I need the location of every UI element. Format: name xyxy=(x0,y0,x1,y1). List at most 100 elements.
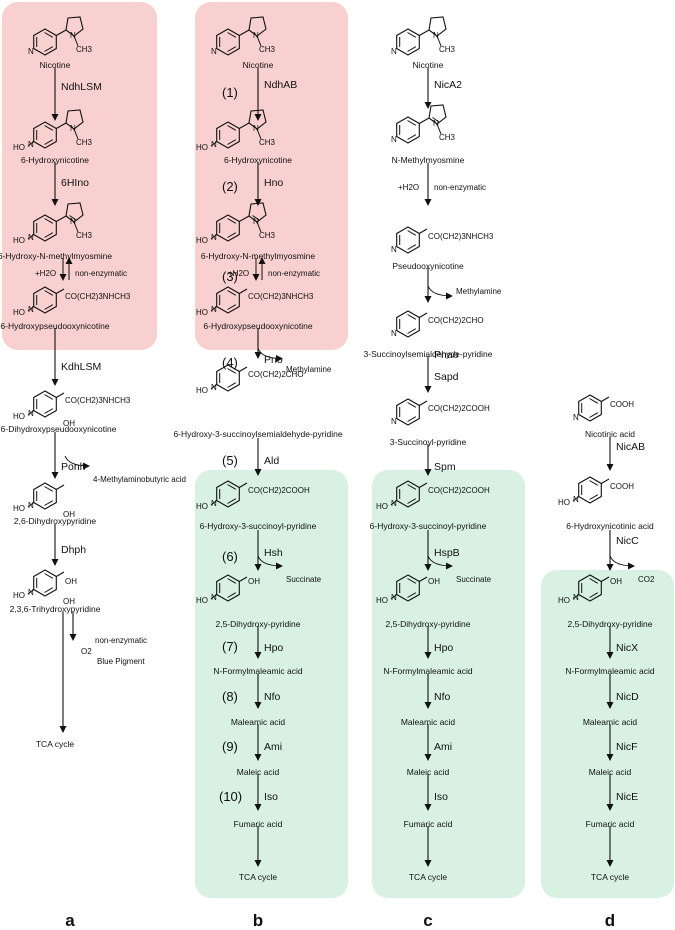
a1-n-atom: N xyxy=(28,47,34,56)
a-o2: O2 xyxy=(81,647,92,656)
c-compound-4: 3-Succinoylsemialdehyde-pyridine xyxy=(363,349,493,359)
b-enzyme-6: Hpo xyxy=(264,642,284,654)
a-26dhpon-formula: CO(CH2)3NHCH3 xyxy=(65,396,131,405)
c-non-enzymatic: non-enzymatic xyxy=(434,183,487,192)
a2-ho: HO xyxy=(13,143,25,152)
a-side-product-1: 4-Methylaminobutyric acid xyxy=(93,475,186,484)
d-compound-8: TCA cycle xyxy=(590,872,630,882)
a2-n-atom: N xyxy=(28,140,34,149)
c-enzyme-2: Pnao xyxy=(434,349,459,361)
c-compound-7: 2,5-Dihydroxy-pyridine xyxy=(385,619,471,629)
b-side-product-1: Methylamine xyxy=(286,365,332,374)
mol-a-26dhp-ring xyxy=(33,482,57,510)
d-compound-1: Nicotinic acid xyxy=(584,429,636,439)
b-compound-1: Nicotine xyxy=(242,60,274,70)
c2-n-methyl: N xyxy=(433,119,439,128)
d-enzyme-3: NicX xyxy=(616,642,639,654)
b5-ho: HO xyxy=(196,386,208,395)
d3-n-atom: N xyxy=(573,593,579,602)
d-compound-2: 6-Hydroxynicotinic acid xyxy=(566,521,654,531)
a-enzyme-3: KdhLSM xyxy=(61,361,102,373)
curve-c-hspb xyxy=(427,555,453,570)
step-number-6: (6) xyxy=(222,549,238,564)
d-6hna-cooh: COOH xyxy=(610,482,634,491)
step-number-1: (1) xyxy=(222,85,238,100)
a-26dhp-oh: OH xyxy=(63,510,75,519)
a1-n-methyl: N xyxy=(70,31,76,40)
c-compound-8: N-Formylmaleamic acid xyxy=(383,666,473,676)
mol-c-sp-side-bond xyxy=(418,400,428,407)
c-compound-10: Maleic acid xyxy=(406,767,450,777)
c-h2o: +H2O xyxy=(398,183,420,192)
c1-ch3: CH3 xyxy=(439,45,456,54)
mol-a-26dhp-side-bond xyxy=(55,484,65,491)
a3-n-methyl: N xyxy=(70,217,76,226)
c-compound-6: 6-Hydroxy-3-succinoyl-pyridine xyxy=(369,521,487,531)
b7-n-atom: N xyxy=(211,593,217,602)
b1-n-methyl: N xyxy=(253,31,259,40)
a-enzyme-2: 6HIno xyxy=(61,177,90,189)
b3-ho: HO xyxy=(196,236,208,245)
b-compound-7: 2,5-Dihydroxy-pyridine xyxy=(215,619,301,629)
a-compound-1: Nicotine xyxy=(39,60,71,70)
a-side-product-2: Blue Pigment xyxy=(97,657,145,666)
b-compound-6: 6-Hydroxy-3-succinoyl-pyridine xyxy=(199,521,317,531)
d-compound-4: N-Formylmaleamic acid xyxy=(565,666,655,676)
b-compound-10: Maleic acid xyxy=(236,767,280,777)
b-compound-4: 6-Hydroxypseudooxynicotine xyxy=(203,321,313,331)
b2-n-atom: N xyxy=(211,140,217,149)
c1-n-atom: N xyxy=(391,47,397,56)
b-compound-8: N-Formylmaleamic acid xyxy=(213,666,303,676)
b2-ch3: CH3 xyxy=(259,138,276,147)
step-number-5: (5) xyxy=(222,453,238,468)
curve-c-pnao xyxy=(427,285,453,300)
b2-n-methyl: N xyxy=(253,124,259,133)
c-compound-5: 3-Succinoyl-pyridine xyxy=(389,437,467,447)
b-compound-3: 6-Hydroxy-N-methylmyosmine xyxy=(200,251,316,261)
c-enzyme-9: Iso xyxy=(434,791,449,803)
b4-n-atom: N xyxy=(211,305,217,314)
b-enzyme-1: NdhAB xyxy=(264,79,298,91)
b-25dhp-oh: OH xyxy=(248,577,260,586)
a-compound-8: TCA cycle xyxy=(35,739,75,749)
b-6hpon-formula: CO(CH2)3NHCH3 xyxy=(248,292,314,301)
step-number-8: (8) xyxy=(222,689,238,704)
b-compound-9: Maleamic acid xyxy=(230,717,286,727)
b-compound-12: TCA cycle xyxy=(238,872,278,882)
c3-n-atom: N xyxy=(391,245,397,254)
c-compound-12: TCA cycle xyxy=(408,872,448,882)
green-region-d xyxy=(541,570,674,898)
panel-label-c: c xyxy=(423,911,433,930)
step-number-9: (9) xyxy=(222,739,238,754)
a-compound-5: 2,6-Dihydroxypseudooxynicotine xyxy=(0,424,117,434)
d-enzyme-5: NicF xyxy=(616,741,638,753)
b-enzyme-3: Pno xyxy=(264,354,283,366)
mol-d-na-ring xyxy=(578,394,602,422)
b-6hsp-formula: CO(CH2)2COOH xyxy=(248,486,310,495)
d-compound-3: 2,5-Dihydroxy-pyridine xyxy=(567,619,653,629)
c-sp-formula: CO(CH2)2COOH xyxy=(428,404,490,413)
d-enzyme-1: NicAB xyxy=(616,441,646,453)
d-compound-7: Fumaric acid xyxy=(585,819,635,829)
b5-n-atom: N xyxy=(211,383,217,392)
a3-ho: HO xyxy=(13,236,25,245)
a-non-enzymatic-1: non-enzymatic xyxy=(75,269,128,278)
c-side-product-1: Methylamine xyxy=(456,287,502,296)
c4-n-atom: N xyxy=(391,329,397,338)
curve-d-nicc xyxy=(609,555,635,570)
b4-ho: HO xyxy=(196,308,208,317)
a2-n-methyl: N xyxy=(70,124,76,133)
a-compound-6: 2,6-Dihydroxypyridine xyxy=(13,516,97,526)
a2-ch3: CH3 xyxy=(76,138,93,147)
b3-n-atom: N xyxy=(211,233,217,242)
panel-label-b: b xyxy=(252,911,264,930)
d-enzyme-2: NicC xyxy=(616,535,639,547)
d-compound-6: Maleic acid xyxy=(588,767,632,777)
c7-n-atom: N xyxy=(391,593,397,602)
a-compound-7: 2,3,6-Trihydroxypyridine xyxy=(9,604,101,614)
c-compound-3: Pseudooxynicotine xyxy=(392,261,464,271)
c1-n-methyl: N xyxy=(433,31,439,40)
a7-n-atom: N xyxy=(28,588,34,597)
